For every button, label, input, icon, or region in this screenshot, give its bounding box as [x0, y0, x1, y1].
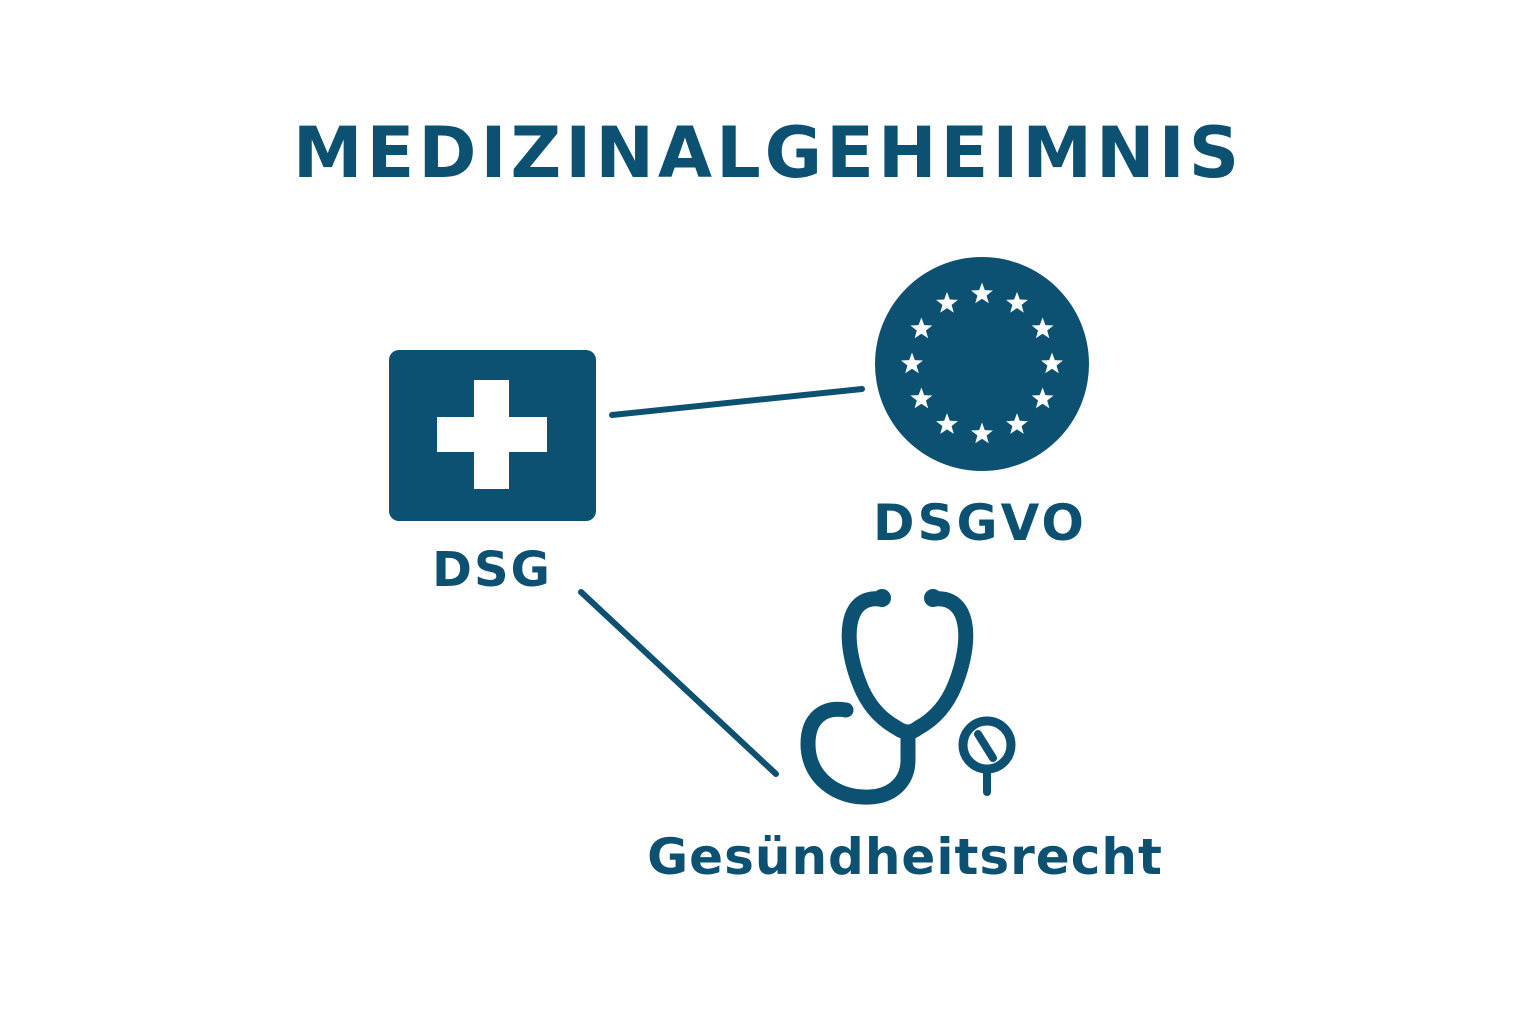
eu-star-icon: [910, 387, 933, 409]
eu-star-icon: [1031, 387, 1054, 409]
eu-star-icon: [1006, 413, 1028, 434]
eu-star-icon: [1041, 352, 1063, 374]
connector-dsg-dsgvo: [609, 386, 865, 418]
connector-dsg-gesundheitsrecht: [578, 589, 779, 777]
stethoscope-icon: [800, 589, 1016, 805]
eu-star-icon: [971, 282, 993, 304]
eu-star-icon: [971, 422, 993, 444]
node-label-dsg: DSG: [432, 542, 552, 598]
eu-star-icon: [936, 291, 958, 313]
node-label-gesundheitsrecht: Gesündheitsrecht: [647, 828, 1163, 886]
eu-star-icon: [901, 352, 923, 374]
swiss-cross-icon: [389, 350, 596, 521]
eu-star-icon: [910, 317, 933, 339]
eu-star-icon: [936, 413, 958, 434]
eu-star-icon: [1031, 317, 1054, 339]
eu-star-icon: [1006, 291, 1028, 313]
eu-flag-icon: [875, 257, 1089, 471]
node-label-dsgvo: DSGVO: [873, 494, 1087, 552]
diagram-title: MEDIZINALGEHEIMNIS: [292, 112, 1244, 194]
